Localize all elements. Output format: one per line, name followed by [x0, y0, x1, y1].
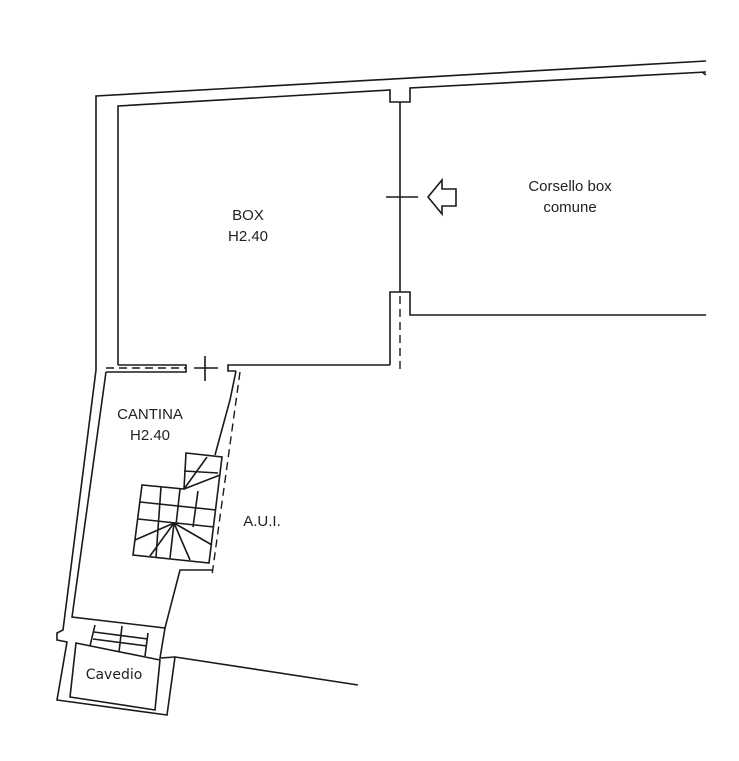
- corsello-line1: Corsello box: [528, 178, 612, 195]
- stairs: [132, 452, 223, 564]
- cantina-height: H2.40: [129, 427, 171, 444]
- corsello-line2: comune: [543, 199, 597, 216]
- box-name: BOX: [232, 207, 264, 224]
- cavedio-label: Cavedio: [85, 667, 143, 683]
- cantina-outer-wall: [56, 355, 359, 716]
- entrance-arrow-icon: [426, 177, 457, 217]
- aui-label: A.U.I.: [243, 513, 281, 530]
- box-room-label: BOX H2.40: [208, 205, 288, 247]
- cantina-room-label: CANTINA H2.40: [105, 404, 195, 446]
- door-marker-icon: [194, 356, 218, 381]
- cavedio-steps: [89, 624, 149, 657]
- corsello-label: Corsello box comune: [510, 176, 630, 218]
- box-height: H2.40: [227, 228, 269, 245]
- top-wall-inner: [117, 71, 707, 365]
- box-right-pier: [389, 291, 706, 365]
- cantina-name: CANTINA: [117, 406, 183, 423]
- cavedio-wall: [69, 642, 161, 711]
- box-outer-wall: [95, 60, 707, 355]
